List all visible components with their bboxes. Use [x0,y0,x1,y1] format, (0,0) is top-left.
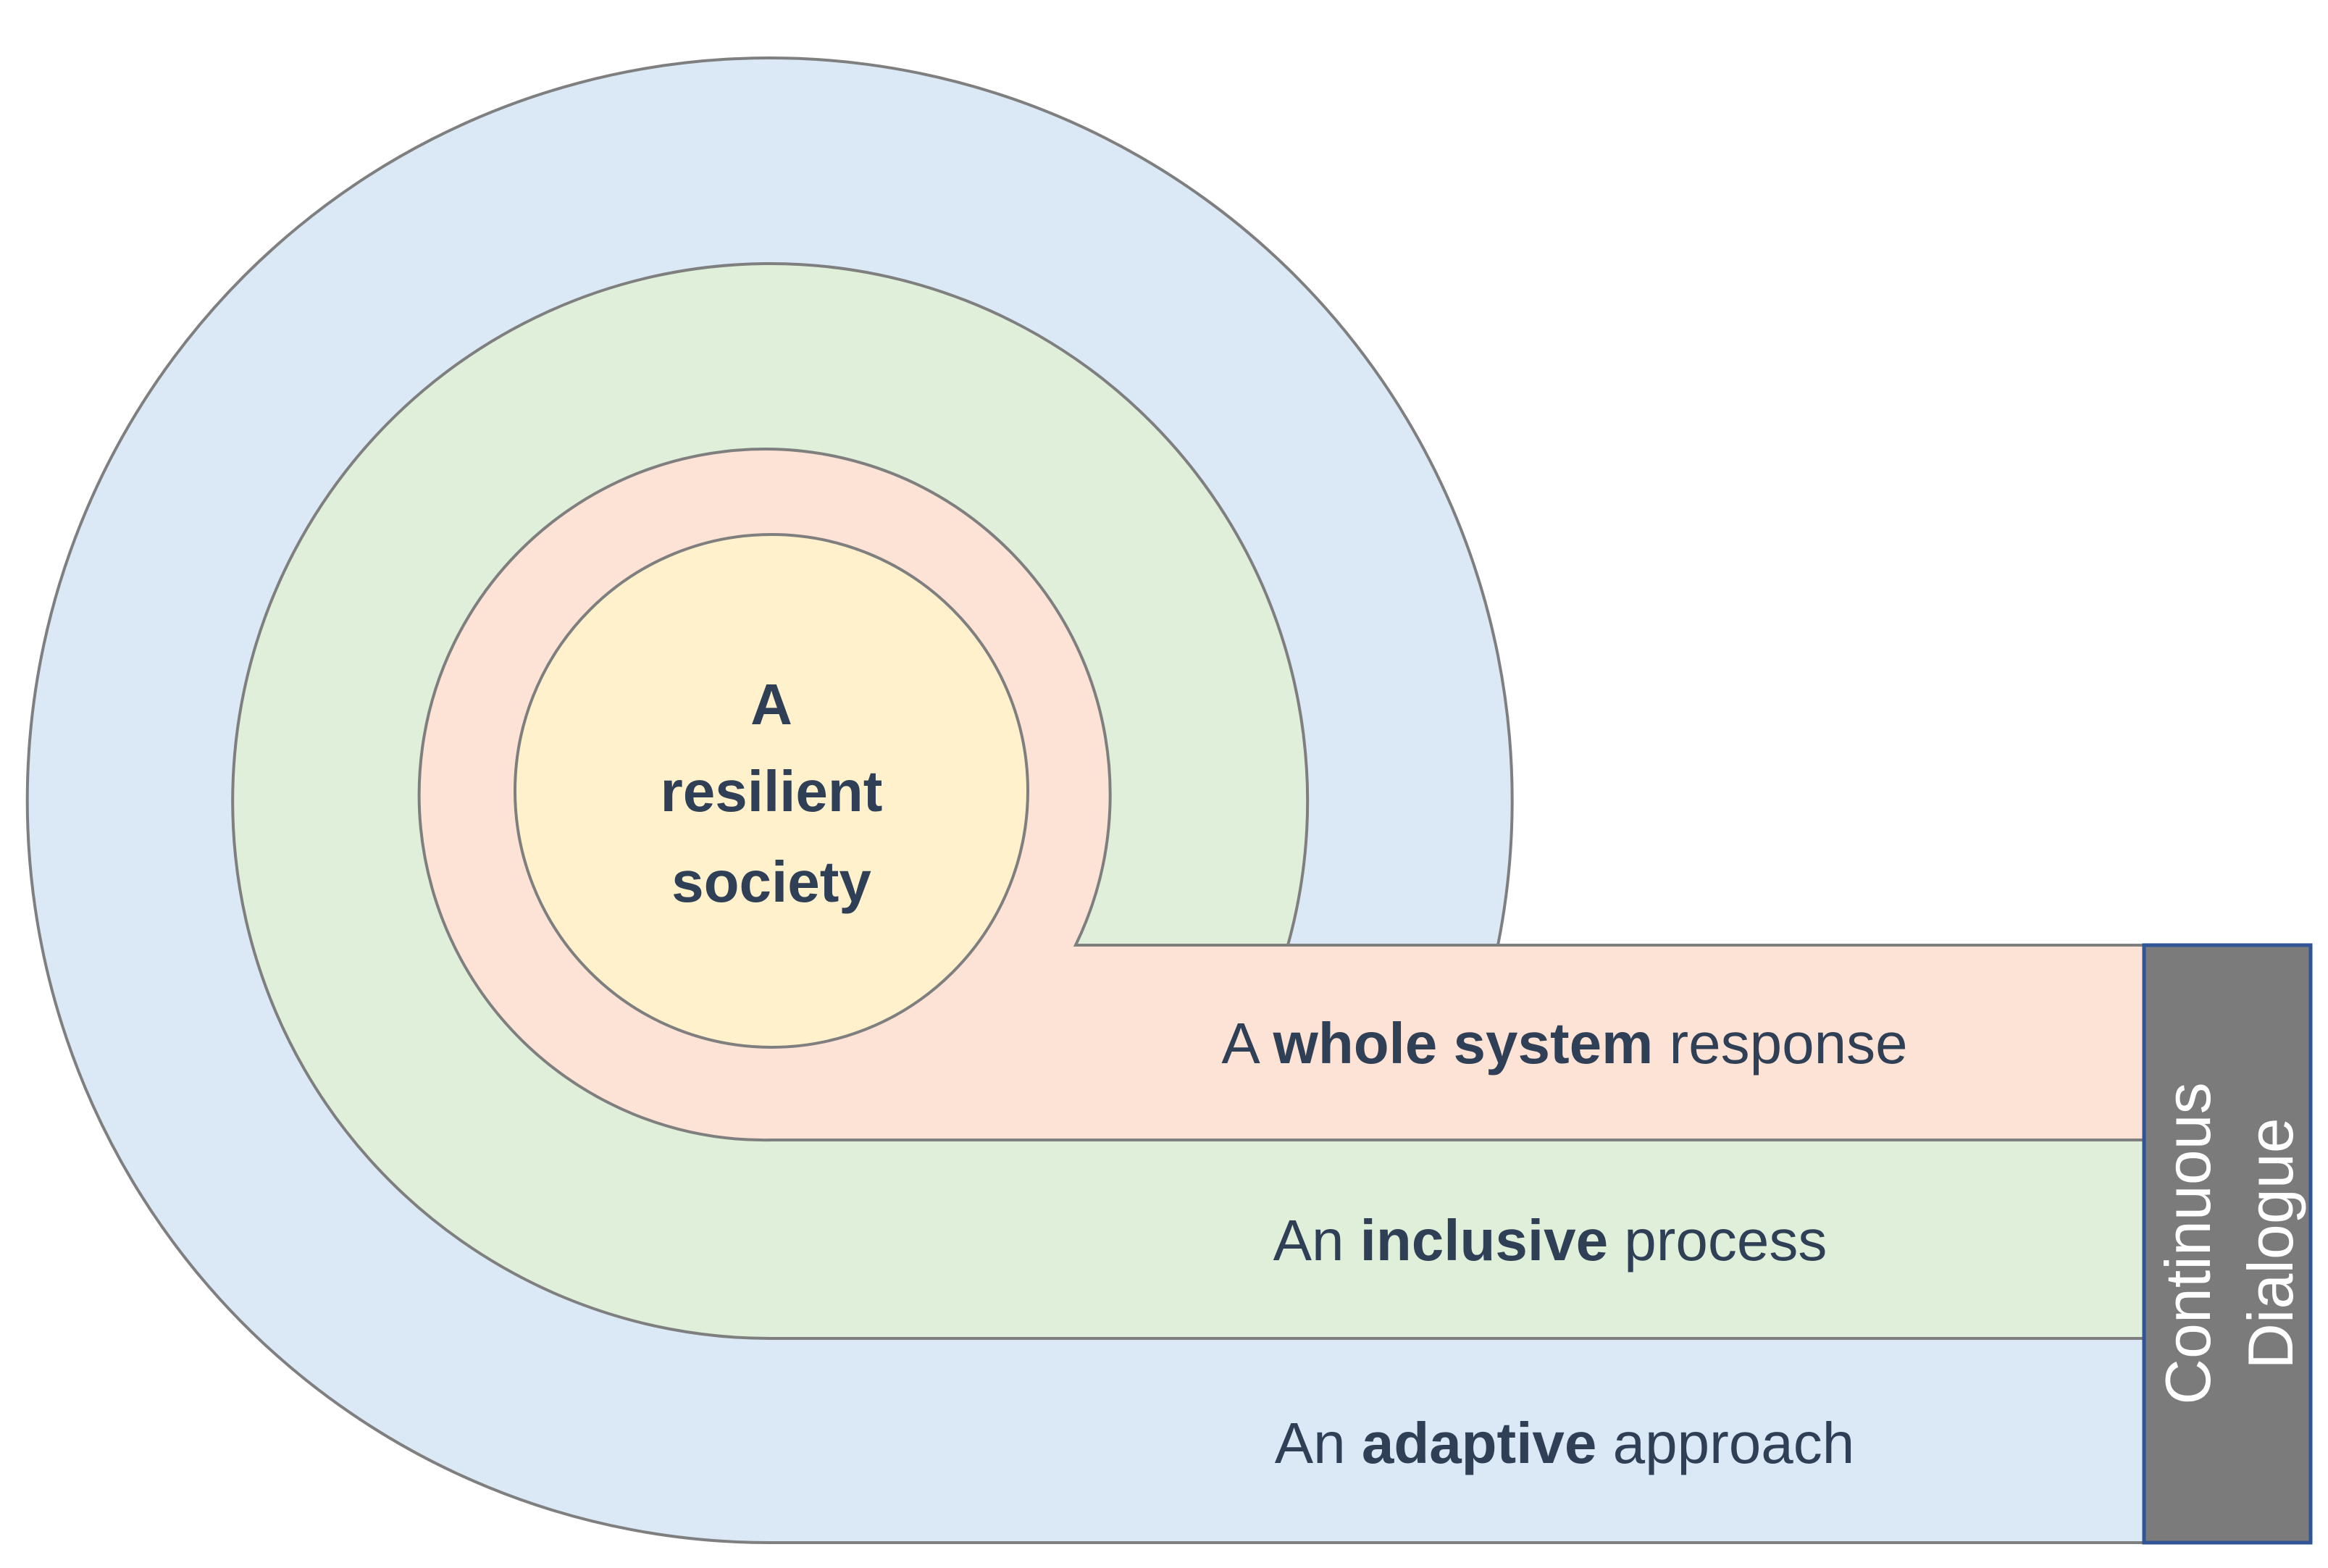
whole-system-response-label: A whole system response [1221,1011,1907,1076]
whole-system-suffix: response [1653,1011,1907,1076]
inclusive-suffix: process [1608,1208,1827,1273]
inclusive-process-label: An inclusive process [1273,1208,1827,1273]
core-label-line-1: A [750,672,792,737]
adaptive-prefix: An [1275,1411,1362,1475]
continuous-dialogue-line-2: Dialogue [2235,1118,2306,1369]
continuous-dialogue-label: Continuous Dialogue [2152,1082,2306,1404]
core-label-line-3: society [671,850,871,914]
core-label-line-2: resilient [661,759,883,823]
whole-system-prefix: A [1221,1011,1273,1076]
continuous-dialogue-line-1: Continuous [2152,1082,2224,1404]
inclusive-emphasis: inclusive [1360,1208,1608,1273]
whole-system-emphasis: whole system [1273,1011,1654,1076]
inclusive-prefix: An [1273,1208,1360,1273]
continuous-dialogue-bar [2142,943,2313,1545]
adaptive-approach-label: An adaptive approach [1275,1411,1854,1475]
resilient-society-core [514,533,1029,1049]
adaptive-emphasis: adaptive [1362,1411,1597,1475]
adaptive-suffix: approach [1596,1411,1854,1475]
